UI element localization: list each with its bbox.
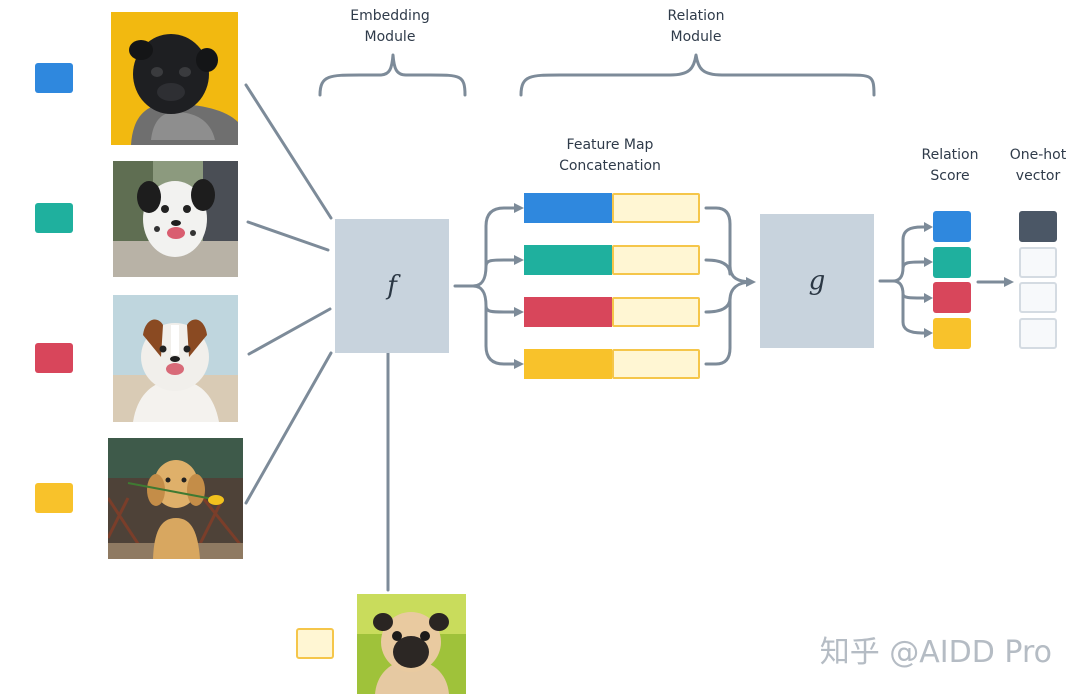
relation-module-label: Relation Module [667, 8, 725, 45]
relation-score-red [933, 282, 971, 313]
feature-pair-teal [524, 245, 700, 275]
support-feature-red [524, 297, 612, 327]
support-link-4 [244, 351, 333, 505]
arrowhead [924, 257, 933, 267]
query-swatch [296, 628, 334, 659]
black-pug-photo [111, 12, 238, 145]
feature-pair-red [524, 297, 700, 327]
one-hot-cell [1019, 282, 1057, 313]
arrowhead [1004, 277, 1014, 287]
arrowhead [924, 222, 933, 232]
relation-score-label: Relation Score [921, 147, 979, 184]
embedding-function-f: f [335, 219, 449, 353]
feature-pair-blue [524, 193, 700, 223]
query-feature [612, 193, 700, 223]
query-feature [612, 349, 700, 379]
relation-score-blue [933, 211, 971, 242]
one-hot-cell [1019, 247, 1057, 278]
support-link-3 [247, 307, 332, 356]
class-swatch-yellow [35, 483, 73, 513]
support-link-1 [244, 83, 333, 220]
arrowhead [514, 255, 524, 265]
g-symbol: g [808, 266, 826, 296]
border-collie-photo [113, 295, 238, 422]
score-fanout [878, 225, 930, 335]
one-hot-label: One-hot vector [1009, 147, 1067, 184]
embedding-brace [318, 53, 467, 97]
support-feature-blue [524, 193, 612, 223]
fawn-pug-photo [357, 594, 466, 694]
support-feature-teal [524, 245, 612, 275]
arrowhead [746, 277, 756, 287]
dalmatian-mix-photo [113, 161, 238, 277]
f-symbol: f [387, 271, 397, 301]
relation-score-yellow [933, 318, 971, 349]
arrowhead [924, 328, 933, 338]
arrowhead [514, 359, 524, 369]
class-swatch-red [35, 343, 73, 373]
class-swatch-teal [35, 203, 73, 233]
arrowhead [924, 293, 933, 303]
arrowhead [514, 203, 524, 213]
embedding-module-label: Embedding Module [350, 8, 430, 45]
f-fanout [453, 206, 518, 366]
relation-brace [519, 53, 876, 97]
query-feature [612, 245, 700, 275]
feature-pair-yellow [524, 349, 700, 379]
support-link-2 [246, 220, 330, 252]
g-fanin [704, 206, 754, 366]
class-swatch-blue [35, 63, 73, 93]
arrowhead [514, 307, 524, 317]
feature-map-label: Feature Map Concatenation [559, 137, 661, 174]
golden-retriever-photo [108, 438, 243, 559]
one-hot-cell [1019, 318, 1057, 349]
relation-function-g: g [760, 214, 874, 348]
support-feature-yellow [524, 349, 612, 379]
query-feature [612, 297, 700, 327]
relation-score-teal [933, 247, 971, 278]
watermark: 知乎 @AIDD Pro [819, 635, 1052, 670]
one-hot-cell-active [1019, 211, 1057, 242]
